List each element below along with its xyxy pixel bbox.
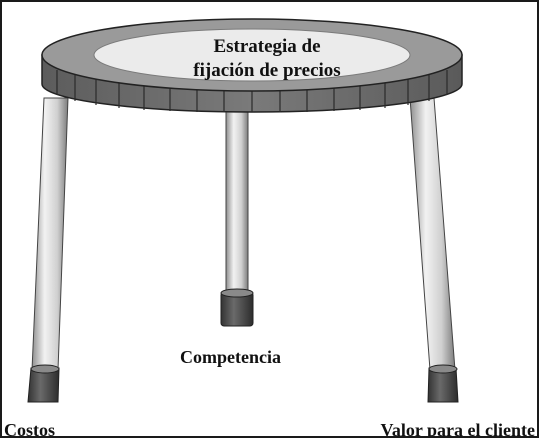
seat-label-line1: Estrategia de: [213, 36, 321, 57]
left-leg: [27, 97, 69, 403]
center-leg: [220, 109, 254, 327]
right-leg: [409, 97, 459, 403]
seat-top: [41, 18, 463, 92]
center-leg-label: Competencia: [180, 347, 281, 367]
seat-label-line2: fijación de precios: [193, 60, 341, 81]
left-leg-label: Costos: [4, 420, 56, 438]
seat-label: Estrategia de fijación de precios: [102, 35, 432, 83]
right-leg-label: Valor para el cliente: [380, 420, 535, 438]
